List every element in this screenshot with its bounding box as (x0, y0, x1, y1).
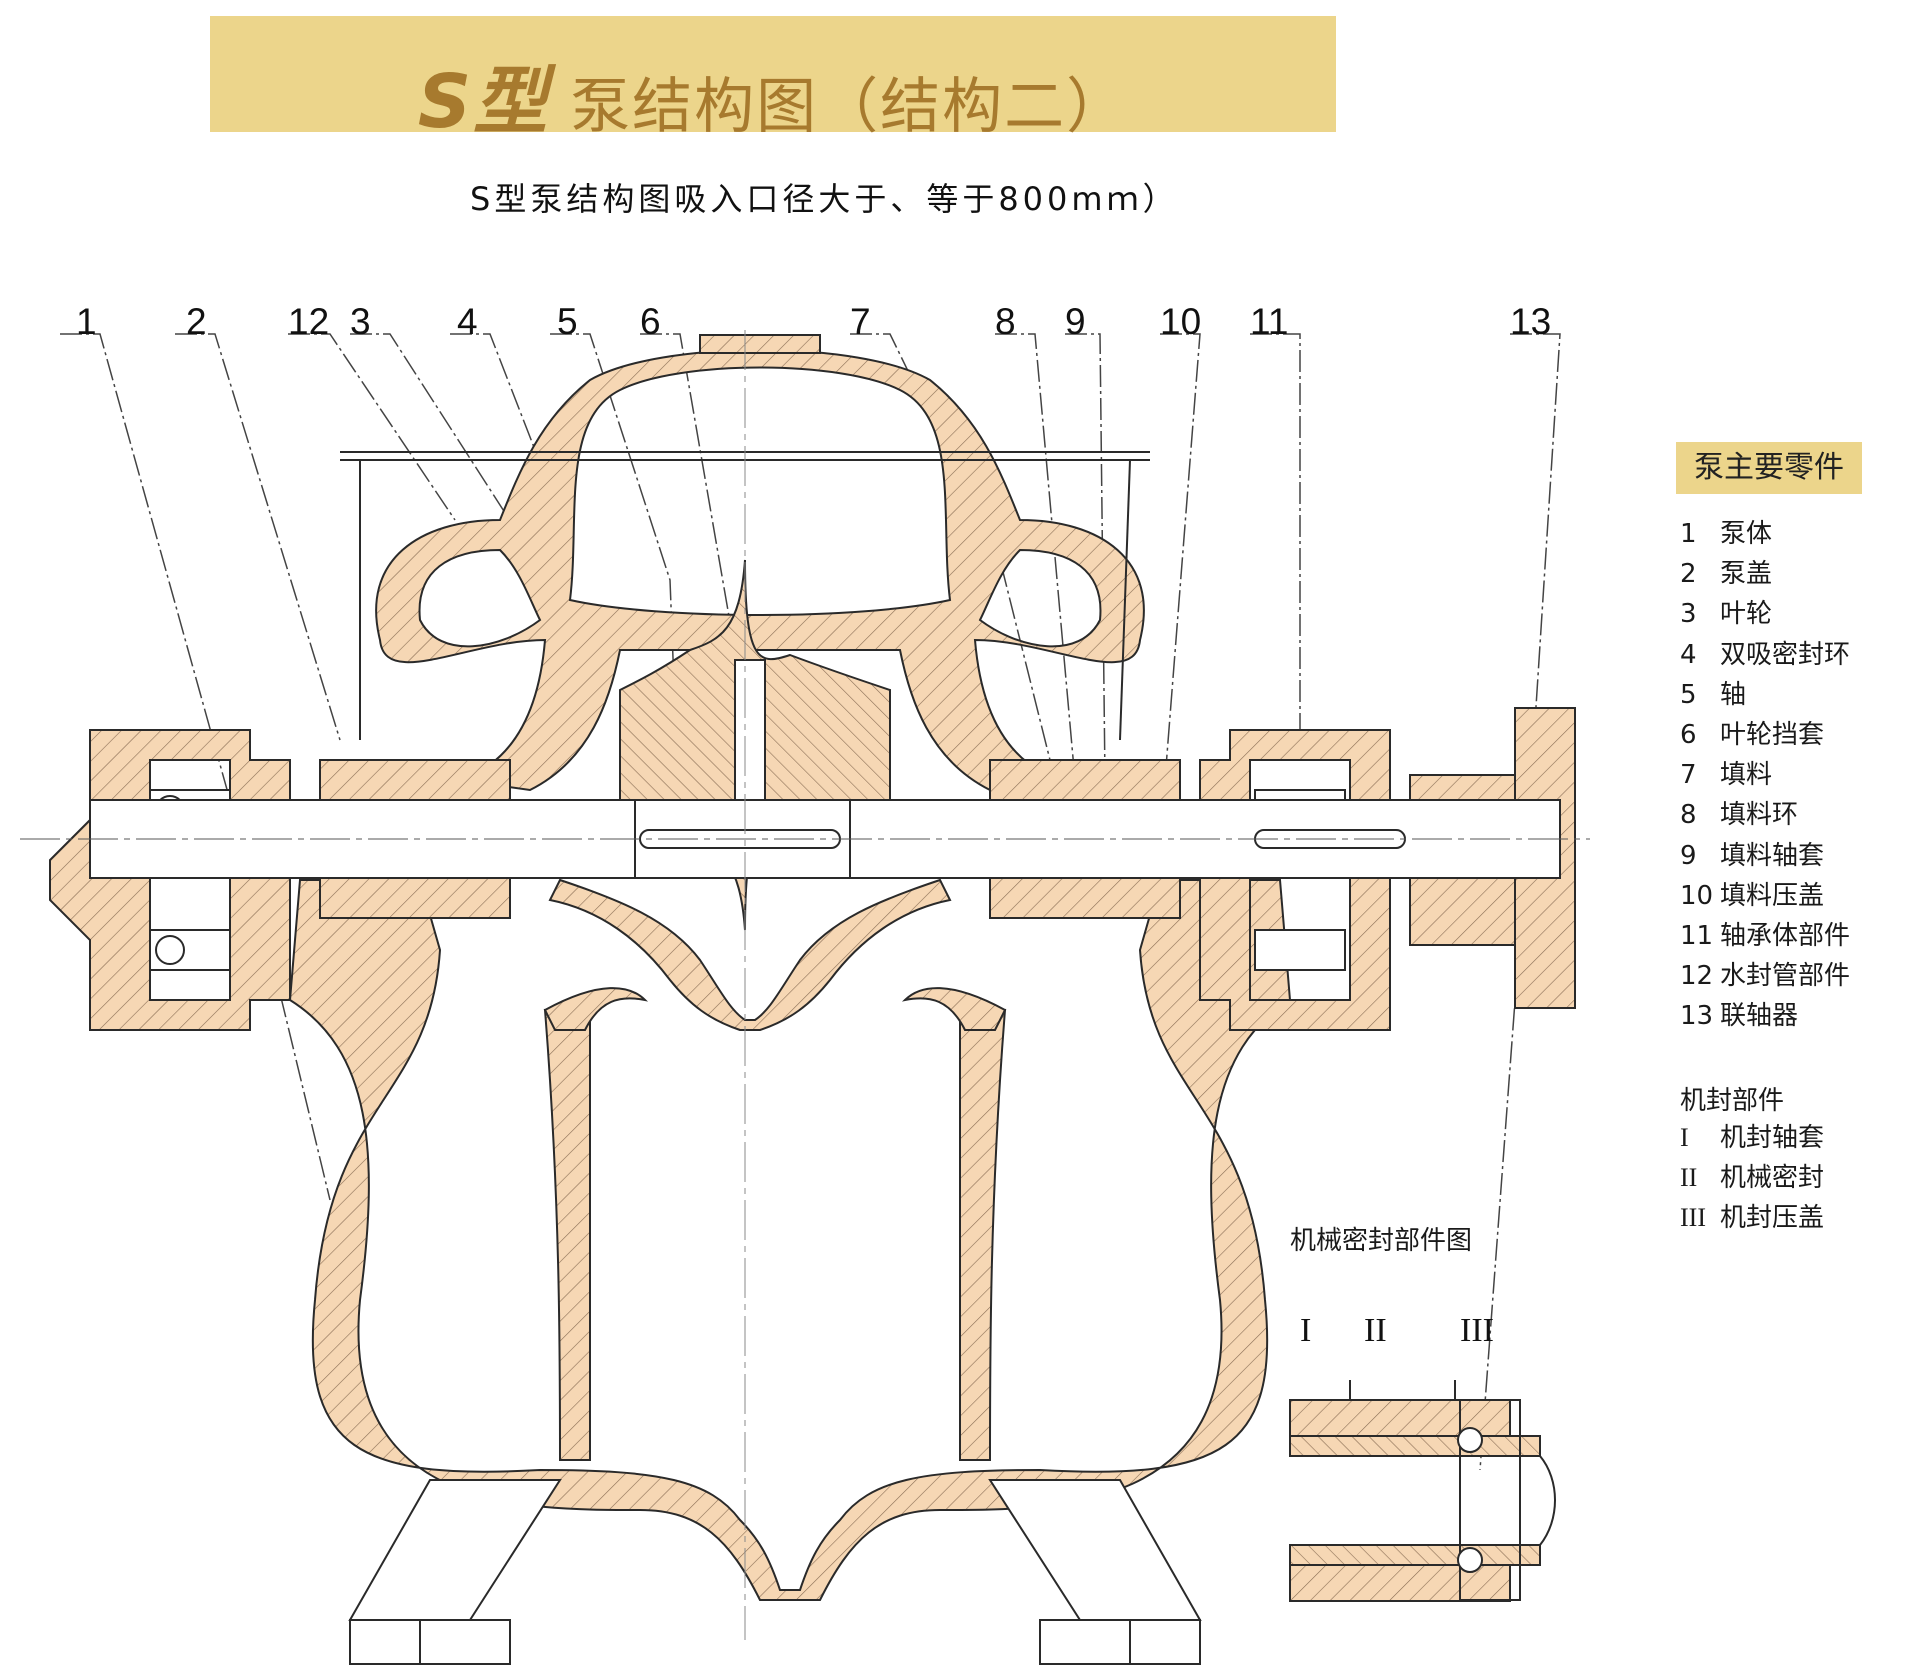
seal-item-label: 机封轴套 (1720, 1123, 1825, 1153)
page-subtitle: S型泵结构图吸入口径大于、等于800mｍ） (470, 180, 1179, 218)
legend-item-number: 3 (1680, 599, 1697, 630)
seal-parts-list: I 机封轴套 II 机械密封 III 机封压盖 (1680, 1118, 1824, 1238)
seal-item: I 机封轴套 (1680, 1118, 1824, 1158)
legend-item-number: 4 (1680, 639, 1697, 670)
left-bearing-housing (49, 729, 291, 1031)
callout-12: 12 (288, 301, 330, 342)
legend-item-number: 7 (1680, 760, 1697, 791)
seal-item: II 机械密封 (1680, 1158, 1824, 1198)
legend-item-label: 填料压盖 (1720, 880, 1825, 911)
legend-item-number: 5 (1680, 679, 1697, 710)
title-banner: S型 泵结构图（结构二） (210, 16, 1336, 145)
seal-item-label: 机封压盖 (1720, 1203, 1825, 1233)
legend-item: 9 填料轴套 (1680, 836, 1850, 876)
legend-item: 7 填料 (1680, 755, 1850, 795)
mechanical-seal-caption: 机械密封部件图 (1290, 1226, 1473, 1256)
callout-2: 2 (186, 301, 207, 342)
legend-item: 4 双吸密封环 (1680, 635, 1850, 675)
seal-marker-ii: II (1364, 1312, 1387, 1349)
legend-item-label: 水封管部件 (1720, 961, 1851, 992)
mechanical-seal-detail (1289, 1380, 1556, 1602)
callout-3: 3 (350, 301, 371, 342)
legend-item-label: 轴承体部件 (1720, 920, 1851, 951)
seal-item-label: 机械密封 (1720, 1163, 1825, 1193)
legend-item-label: 填料轴套 (1720, 840, 1825, 871)
title-rest: 泵结构图（结构二） (570, 72, 1129, 142)
seal-marker-i: I (1300, 1312, 1312, 1349)
legend-item-label: 填料环 (1720, 800, 1799, 831)
legend-item-number: 9 (1680, 840, 1697, 871)
legend-item: 2 泵盖 (1680, 554, 1850, 594)
page-title: S型 泵结构图（结构二） (210, 42, 1336, 149)
legend-item: 8 填料环 (1680, 795, 1850, 835)
legend-item-number: 10 (1680, 880, 1714, 911)
legend-item-label: 轴 (1720, 679, 1747, 710)
leader-lines (60, 333, 1561, 1471)
legend-item-label: 联轴器 (1720, 1001, 1799, 1032)
legend-title: 泵主要零件 (1676, 442, 1862, 494)
legend-item-label: 填料 (1720, 760, 1773, 791)
legend-item-number: 13 (1680, 1001, 1714, 1032)
seal-item-number: II (1680, 1163, 1698, 1192)
legend-item-number: 12 (1680, 961, 1714, 992)
callout-7: 7 (850, 301, 871, 342)
legend-item-number: 6 (1680, 719, 1697, 750)
legend-item-number: 2 (1680, 559, 1697, 590)
callout-10: 10 (1160, 301, 1202, 342)
callout-9: 9 (1065, 301, 1086, 342)
callout-4: 4 (457, 301, 478, 342)
callout-5: 5 (557, 301, 578, 342)
legend-item-label: 叶轮挡套 (1720, 719, 1825, 750)
legend-item-label: 双吸密封环 (1720, 639, 1851, 670)
right-bearing-housing (1199, 729, 1391, 1031)
shaft (20, 799, 1590, 879)
legend-item-number: 8 (1680, 800, 1697, 831)
legend-item-number: 11 (1680, 920, 1714, 951)
callout-13: 13 (1510, 301, 1552, 342)
legend-item-number: 1 (1680, 519, 1697, 549)
title-prefix: S型 (417, 59, 550, 145)
stuffing-boxes (319, 759, 1181, 919)
callout-8: 8 (995, 301, 1016, 342)
seal-item: III 机封压盖 (1680, 1198, 1824, 1238)
callout-6: 6 (640, 301, 661, 342)
seal-marker-iii: III (1460, 1312, 1494, 1349)
legend-item: 6 叶轮挡套 (1680, 715, 1850, 755)
lower-casing (288, 878, 1292, 1601)
callout-1: 1 (76, 301, 97, 342)
seal-item-number: I (1680, 1123, 1689, 1152)
callout-11: 11 (1250, 301, 1289, 342)
seal-parts-title: 机封部件 (1680, 1086, 1785, 1116)
legend-item-label: 泵体 (1720, 519, 1773, 549)
legend-item-label: 叶轮 (1720, 599, 1773, 630)
seal-item-number: III (1680, 1203, 1706, 1232)
pump-feet (348, 1479, 1202, 1665)
legend-item-label: 泵盖 (1720, 559, 1773, 590)
legend-item: 1 泵体 (1680, 514, 1850, 554)
legend-item: 3 叶轮 (1680, 594, 1850, 634)
